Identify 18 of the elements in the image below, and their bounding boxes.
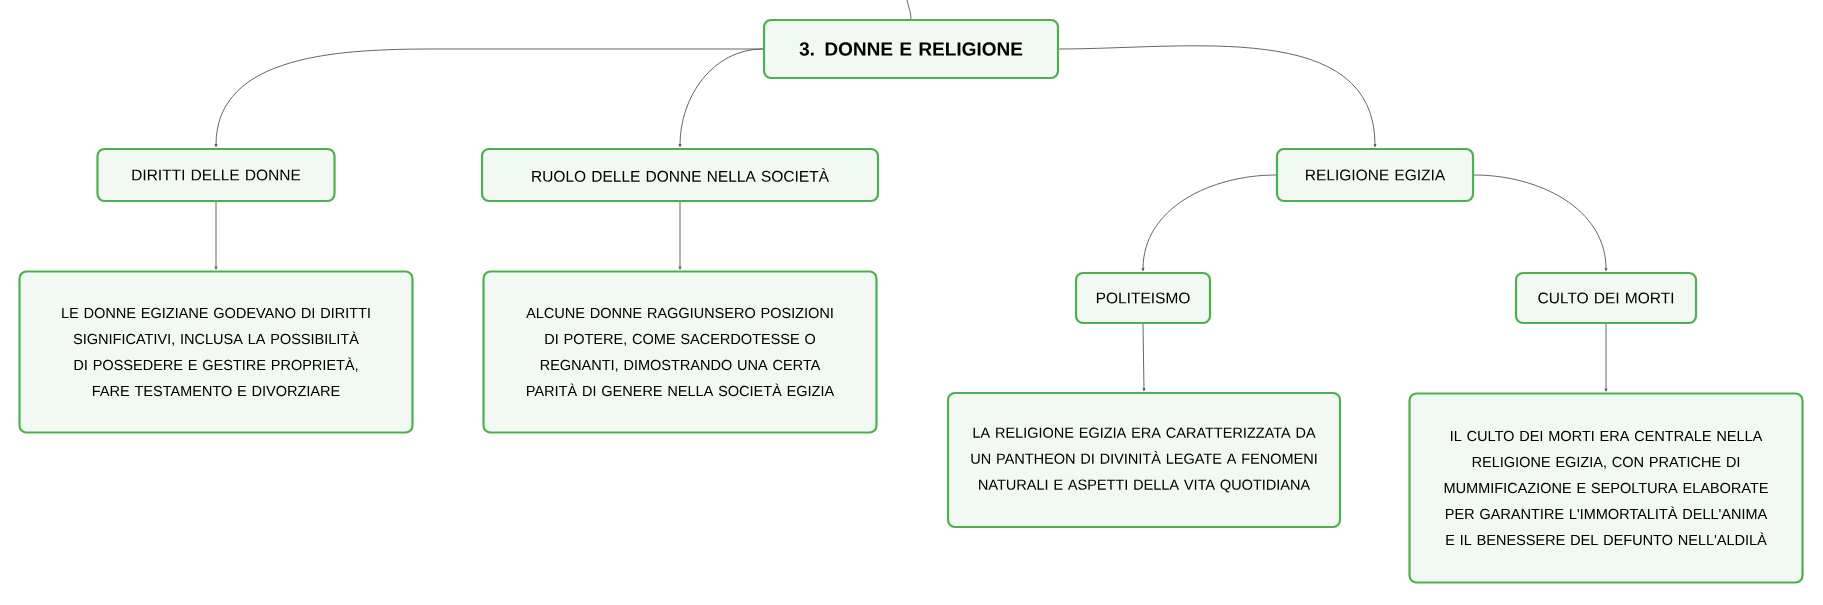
topic-box: DIRITTI DELLE DONNE [96,147,336,203]
description-box: LA RELIGIONE EGIZIA ERA CARATTERIZZATA DA UN PANTHEON DI DIVINITÀ LEGATE A FENOMENI NATURALI E ASPETTI DELLA VITA QUOTIDIANA [946,391,1342,529]
connector-arrow [1058,45,1377,148]
topic-box: RELIGIONE EGIZIA [1275,147,1475,203]
connector-arrow [214,201,218,270]
connector-arrow [678,201,682,270]
topic-box: POLITEISMO [1074,271,1212,325]
description-box: ALCUNE DONNE RAGGIUNSERO POSIZIONI DI POTERE, COME SACERDOTESSE O REGNANTI, DIMOSTRANDO UNA CERTA PARITÀ DI GENERE NELLA SOCIETÀ EGIZIA [482,270,878,434]
topic-box: RUOLO DELLE DONNE NELLA SOCIETÀ [480,147,880,203]
description-box: IL CULTO DEI MORTI ERA CENTRALE NELLA RELIGIONE EGIZIA, CON PRATICHE DI MUMMIFICAZIONE E SEPOLTURA ELABORATE PER GARANTIRE L'IMMORTALITÀ DELL'ANIMA E IL BENESSERE DEL DEFUNTO NELL'ALDILÀ [1408,392,1804,584]
connector-arrow [678,48,764,148]
connector-arrow [1142,323,1146,392]
connector-arrow [1604,323,1608,392]
central-topic-box: 3. DONNE E RELIGIONE [762,18,1060,80]
topic-box: CULTO DEI MORTI [1514,271,1698,325]
description-box: LE DONNE EGIZIANE GODEVANO DI DIRITTI SIGNIFICATIVI, INCLUSA LA POSSIBILITÀ DI POSSEDERE E GESTIRE PROPRIETÀ, FARE TESTAMENTO E DIVORZIARE [18,270,414,434]
connector-arrow [1141,174,1277,272]
connector-arrow [1473,174,1608,272]
